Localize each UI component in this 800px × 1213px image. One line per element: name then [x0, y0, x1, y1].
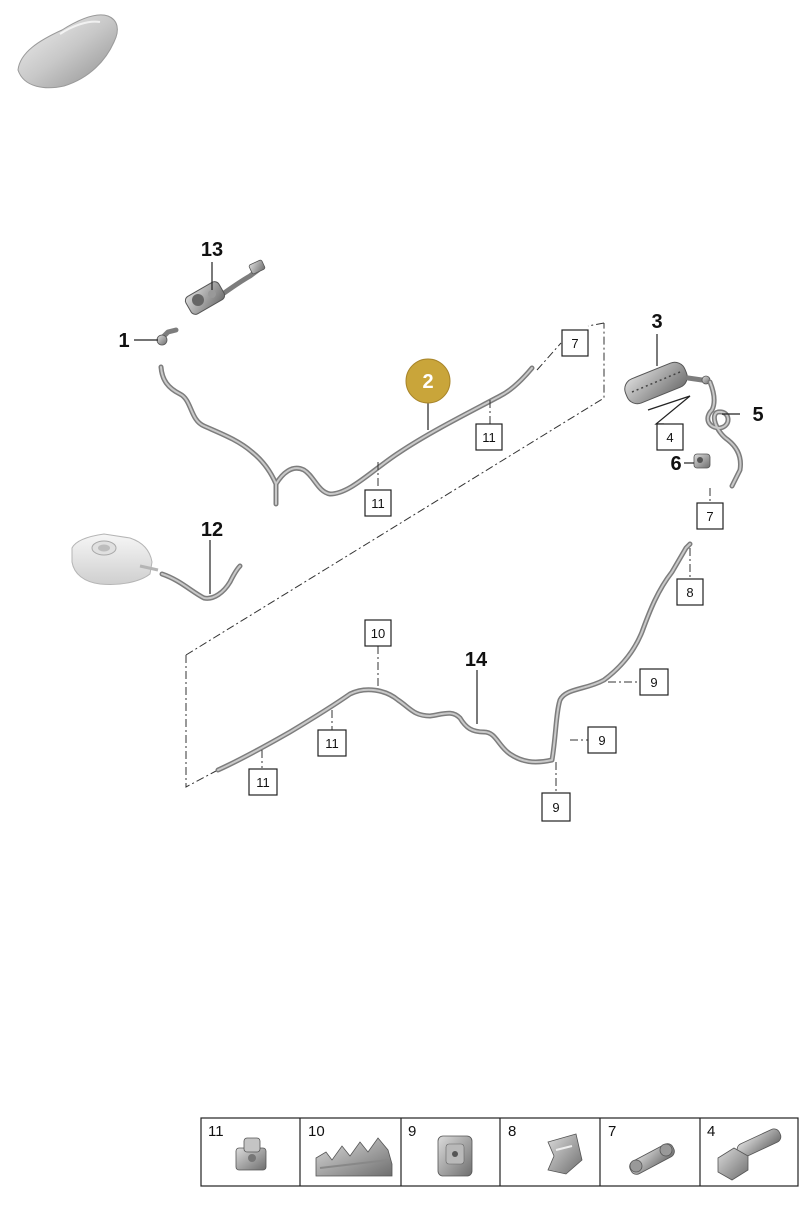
- svg-text:9: 9: [598, 733, 605, 748]
- ref-box-9-lower: 9: [541, 792, 571, 822]
- pipe-clip-icon: [235, 1137, 267, 1171]
- ref-box-7-right: 7: [696, 502, 724, 530]
- ref-box-9-middle: 9: [587, 726, 617, 754]
- car-silhouette-icon: [17, 14, 118, 89]
- legend-label-8: 8: [508, 1123, 516, 1140]
- callout-6: 6: [670, 453, 681, 475]
- callout-2: 2: [422, 371, 433, 393]
- svg-text:9: 9: [552, 800, 559, 815]
- mounting-bracket-icon: [437, 1135, 473, 1177]
- svg-text:7: 7: [706, 509, 713, 524]
- legend-label-9: 9: [408, 1123, 416, 1140]
- svg-text:11: 11: [371, 496, 385, 511]
- callout-13: 13: [201, 239, 223, 261]
- svg-text:10: 10: [371, 626, 385, 641]
- legend-label-7: 7: [608, 1123, 616, 1140]
- ref-box-11-upper-left: 11: [364, 489, 392, 517]
- bleeder-valve-icon: [693, 453, 711, 469]
- ref-box-11-upper-right: 11: [475, 423, 503, 451]
- pipe-clamp-icon: [547, 1133, 583, 1175]
- connection-frame: [185, 322, 605, 788]
- master-cylinder-icon: [184, 259, 266, 315]
- legend-label-4: 4: [707, 1123, 715, 1140]
- parts-legend: 11 10 9 8 7 4: [200, 1117, 799, 1187]
- ref-box-8: 8: [676, 578, 704, 606]
- svg-text:7: 7: [571, 336, 578, 351]
- svg-text:11: 11: [325, 736, 339, 751]
- svg-text:11: 11: [482, 430, 496, 445]
- pipe-connector-icon: [629, 1143, 675, 1175]
- clutch-line-upper: [158, 364, 535, 507]
- callout-3: 3: [651, 311, 662, 333]
- callout-1: 1: [118, 330, 129, 352]
- callout-12: 12: [201, 519, 223, 541]
- svg-text:8: 8: [686, 585, 693, 600]
- bolt-icon: [717, 1128, 782, 1181]
- banjo-fitting-icon: [156, 327, 179, 346]
- ref-box-7-top: 7: [561, 329, 589, 357]
- ref-box-9-upper: 9: [639, 668, 669, 696]
- leader-lines: [134, 262, 740, 792]
- multi-pipe-holder-icon: [315, 1137, 393, 1177]
- ref-box-4-slave: 4: [656, 423, 684, 451]
- ref-box-10: 10: [364, 619, 392, 647]
- svg-text:11: 11: [256, 775, 270, 790]
- callout-5: 5: [752, 404, 763, 426]
- ref-box-11-lower-mid: 11: [317, 729, 347, 757]
- clutch-hose-coil: [705, 379, 743, 489]
- clutch-line-lower: [215, 541, 693, 773]
- callout-2-highlight: 2: [405, 358, 451, 404]
- svg-text:4: 4: [666, 430, 673, 445]
- reservoir-hose: [159, 563, 243, 601]
- slave-cylinder-icon: [624, 361, 711, 405]
- svg-text:9: 9: [650, 675, 657, 690]
- fluid-reservoir-icon: [71, 533, 159, 585]
- ref-box-11-lower-left: 11: [248, 768, 278, 796]
- legend-label-10: 10: [308, 1123, 325, 1140]
- legend-label-11: 11: [208, 1123, 224, 1140]
- callout-14: 14: [465, 649, 488, 671]
